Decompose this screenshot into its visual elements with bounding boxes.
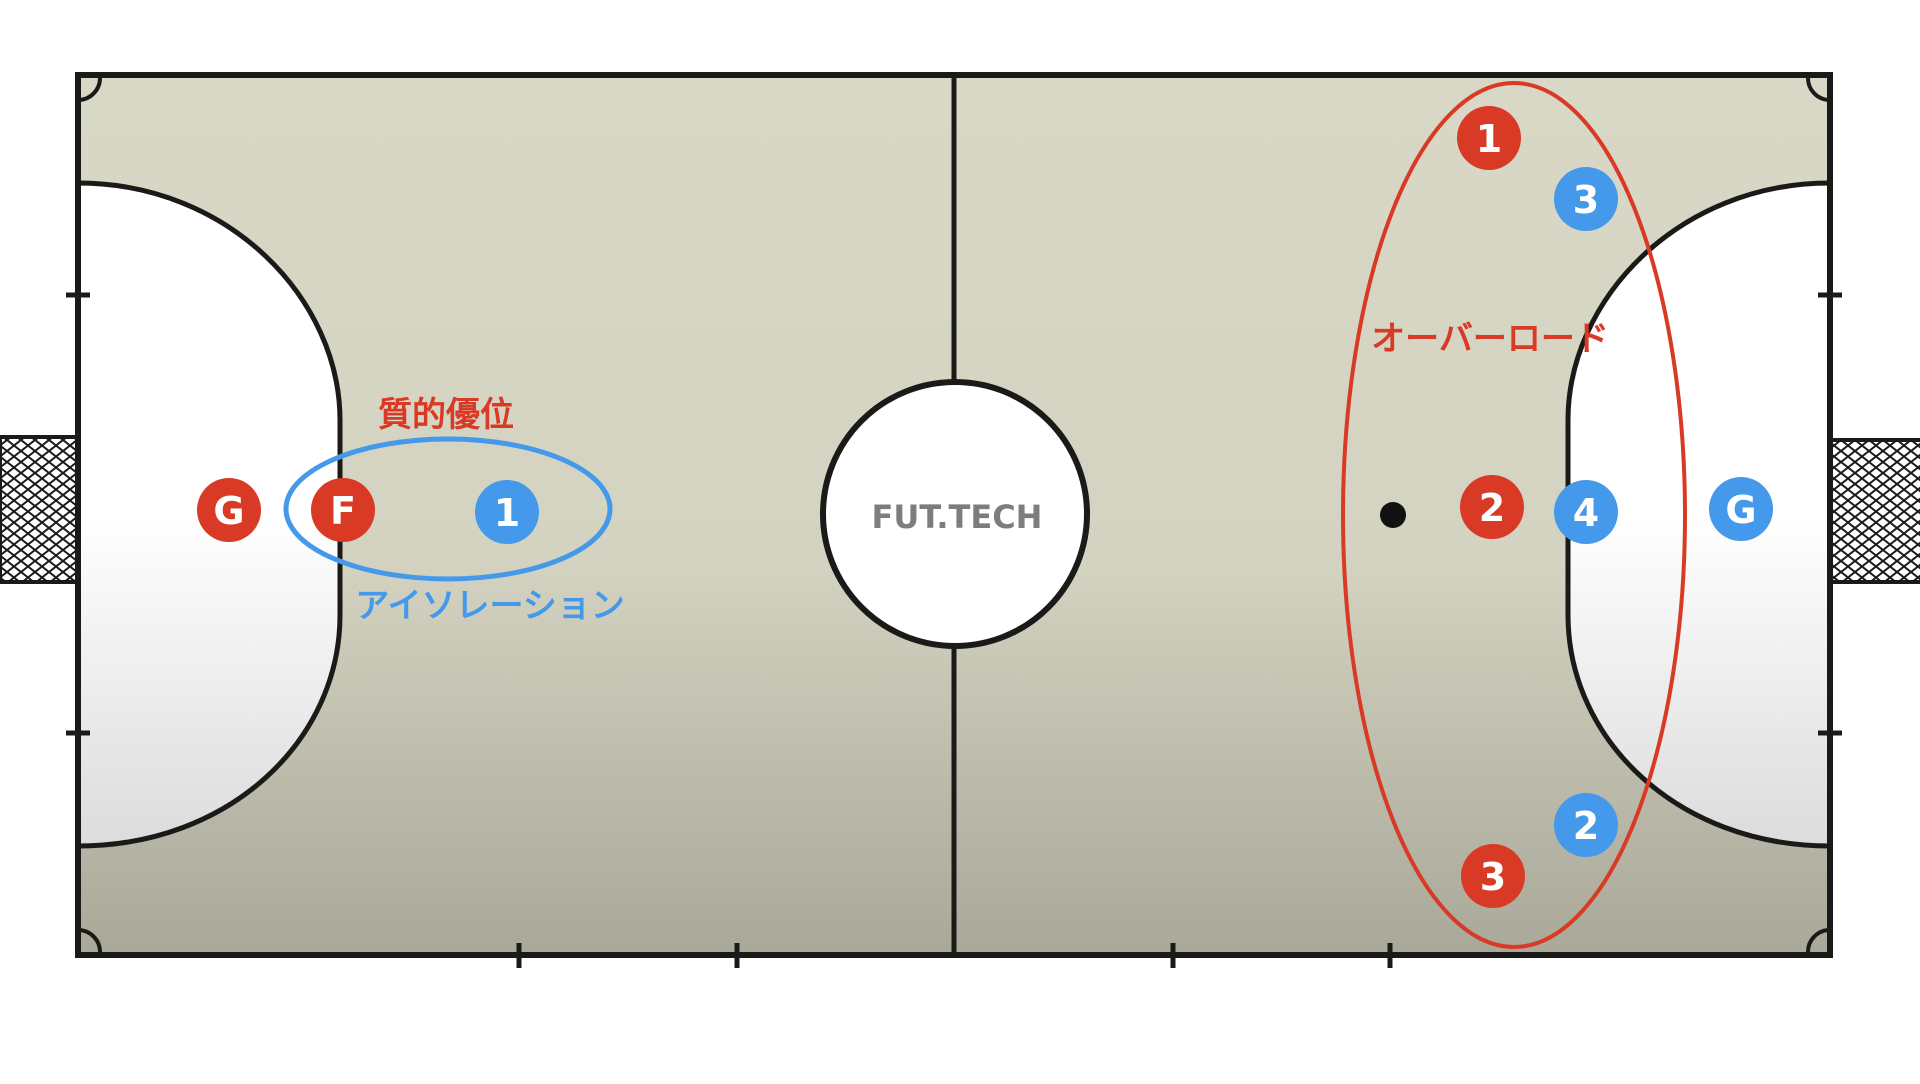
isolation-zone-ellipse [283,436,613,582]
player-red-1[interactable]: 1 [1457,106,1521,170]
player-blue-2[interactable]: 2 [1554,793,1618,857]
right-penalty-area [1565,180,1833,849]
left-goal [0,435,80,584]
svg-text:3: 3 [1480,855,1506,899]
svg-text:2: 2 [1573,804,1599,848]
overload-zone-ellipse [1341,81,1687,949]
svg-text:1: 1 [1476,117,1502,161]
corner-arc-tr [1805,77,1829,102]
svg-text:2: 2 [1479,486,1505,530]
watermark: FUT.TECH [872,498,1043,536]
player-red-forward[interactable]: F [311,478,375,542]
tick-marks [66,292,1842,968]
ball-icon [1380,502,1406,528]
svg-text:F: F [330,489,356,533]
right-goal [1828,438,1920,584]
center-circle [820,379,1090,649]
svg-text:G: G [1725,488,1756,532]
overload-label: オーバーロード [1371,319,1609,359]
svg-text:G: G [213,489,244,533]
player-red-goalkeeper[interactable]: G [197,478,261,542]
quality-advantage-label: 質的優位 [378,395,514,435]
corner-arc-br [1805,928,1829,953]
svg-text:3: 3 [1573,178,1599,222]
player-red-2[interactable]: 2 [1460,475,1524,539]
corner-arc-tl [77,77,102,102]
svg-text:1: 1 [494,491,520,535]
player-red-3[interactable]: 3 [1461,844,1525,908]
player-blue-goalkeeper[interactable]: G [1709,477,1773,541]
player-blue-3[interactable]: 3 [1554,167,1618,231]
corner-arc-bl [77,928,102,953]
isolation-label: アイソレーション [355,586,625,626]
player-blue-1[interactable]: 1 [475,480,539,544]
player-blue-4[interactable]: 4 [1554,480,1618,544]
svg-text:4: 4 [1573,491,1599,535]
